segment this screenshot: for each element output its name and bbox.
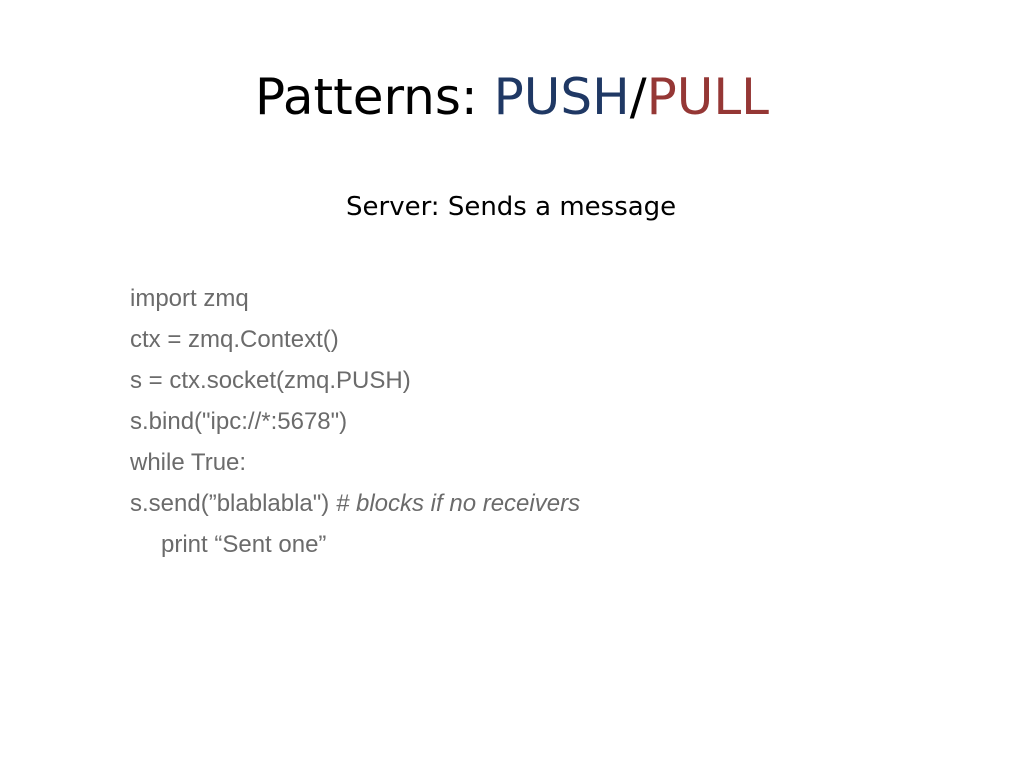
title-prefix: Patterns: bbox=[254, 68, 494, 126]
code-line-socket: s = ctx.socket(zmq.PUSH) bbox=[130, 367, 411, 394]
title-push: PUSH bbox=[493, 68, 630, 126]
code-line-context: ctx = zmq.Context() bbox=[130, 326, 339, 353]
title-separator: / bbox=[629, 68, 647, 126]
code-line-while: while True: bbox=[130, 449, 247, 476]
code-line-send: s.send(”blablabla") # blocks if no recei… bbox=[130, 483, 950, 524]
code-comment: # blocks if no receivers bbox=[335, 490, 581, 517]
code-send-statement: s.send(”blablabla") bbox=[130, 490, 336, 517]
code-line-bind: s.bind("ipc://*:5678") bbox=[130, 408, 348, 435]
title-pull: PULL bbox=[646, 68, 770, 126]
code-line-print: print “Sent one” bbox=[161, 531, 327, 558]
slide-title: Patterns: PUSH/PULL bbox=[0, 64, 1024, 130]
code-block: import zmq ctx = zmq.Context() s = ctx.s… bbox=[130, 278, 950, 565]
slide-subtitle: Server: Sends a message bbox=[346, 192, 677, 222]
code-line-import: import zmq bbox=[130, 285, 249, 312]
